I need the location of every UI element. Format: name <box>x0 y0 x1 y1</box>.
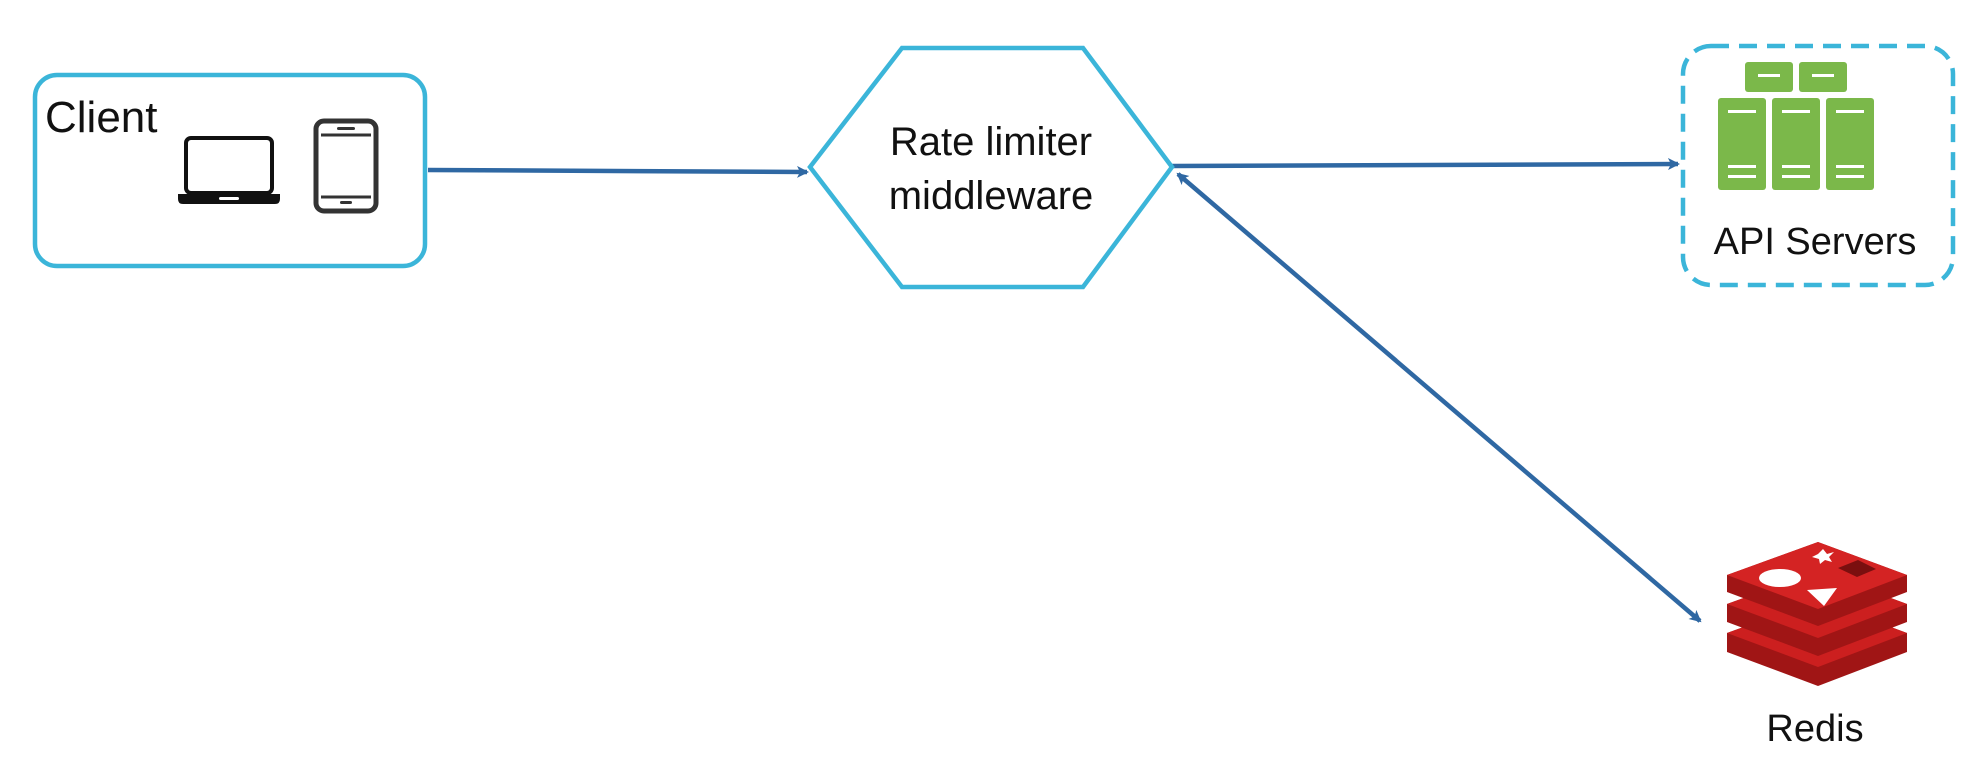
api-servers-label: API Servers <box>1714 221 1917 263</box>
edge-client-to-rate-limiter <box>427 165 809 178</box>
rate-limiter-label-line1: Rate limiter <box>890 120 1092 164</box>
redis-label: Redis <box>1766 708 1863 750</box>
edges <box>427 158 1702 623</box>
api-servers-node[interactable]: API Servers <box>1680 43 1956 288</box>
rate-limiter-node[interactable]: Rate limiter middleware <box>807 45 1175 290</box>
redis-logo-icon <box>1727 542 1907 686</box>
client-node[interactable]: Client <box>32 72 428 269</box>
rate-limiter-hexagon <box>807 45 1175 290</box>
edge-rate-limiter-redis <box>1176 172 1702 623</box>
redis-node[interactable]: Redis <box>1727 542 1907 750</box>
client-label: Client <box>45 93 158 142</box>
edge-rate-limiter-to-api-servers <box>1171 158 1680 171</box>
tablet-icon <box>313 118 379 214</box>
laptop-icon <box>178 136 280 204</box>
server-rack-icon <box>1718 62 1874 190</box>
rate-limiter-label-line2: middleware <box>889 174 1094 218</box>
